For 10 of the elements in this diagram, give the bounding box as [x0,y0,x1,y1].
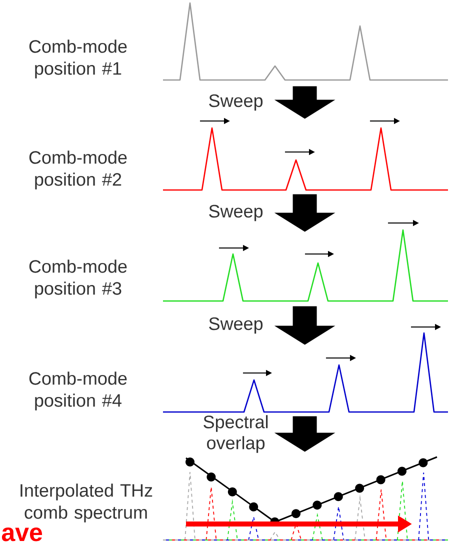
edge-label: Sweep [209,317,263,334]
row-label: Comb-mode position #2 [29,150,127,190]
clipped-heading: ave [2,528,42,542]
edge-label: Sweep [209,94,263,111]
row-label: Interpolated THz comb spectrum [20,484,152,522]
row-label: Comb-mode position #3 [29,260,127,298]
row-label: Comb-mode position #4 [29,372,127,410]
edge-label: Spectral overlap [204,415,268,453]
row-label: Comb-mode position #1 [29,40,127,78]
edge-label: Sweep [209,204,263,222]
